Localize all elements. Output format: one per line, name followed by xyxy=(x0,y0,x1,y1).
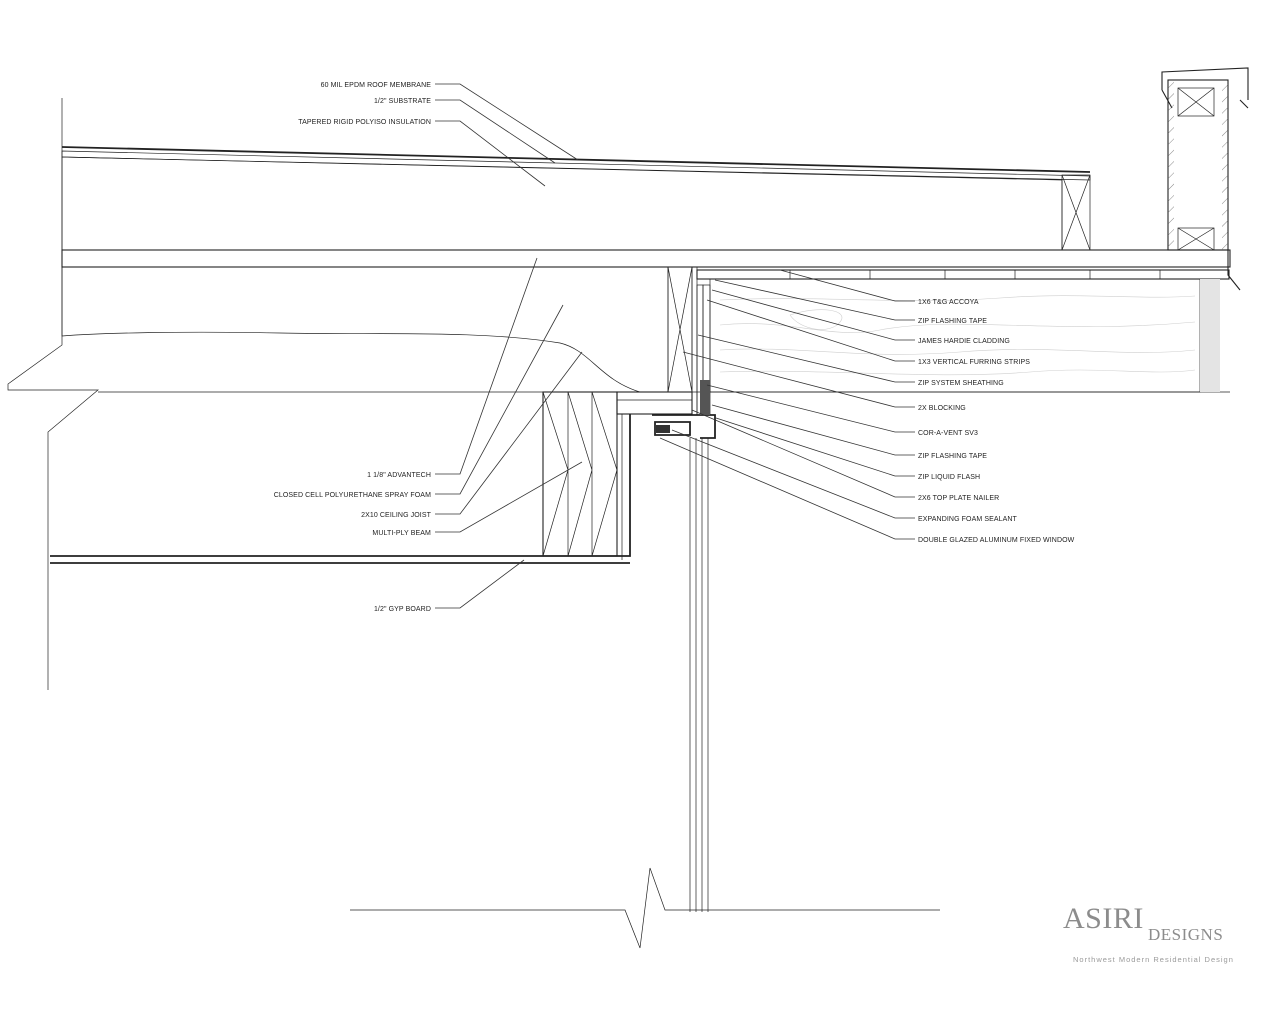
label-ceiling-joist: 2X10 CEILING JOIST xyxy=(361,512,432,519)
label-zip-flashing-tape-1: ZIP FLASHING TAPE xyxy=(918,318,987,325)
window-head-flashing xyxy=(652,414,716,439)
multi-ply-beam xyxy=(542,391,618,557)
window-glazing xyxy=(689,438,709,912)
brand-logo-designs: DESIGNS xyxy=(1148,925,1224,944)
parapet-wall-sheathing-right xyxy=(1222,80,1228,250)
right-callout-labels: 1X6 T&G ACCOYA ZIP FLASHING TAPE JAMES H… xyxy=(918,299,1075,544)
label-2x-blocking: 2X BLOCKING xyxy=(918,405,966,412)
roof-edge-blocking-x xyxy=(1061,174,1091,251)
tapered-polyiso-insulation xyxy=(61,156,1063,251)
label-accoya: 1X6 T&G ACCOYA xyxy=(918,299,979,306)
label-epdm-membrane: 60 MIL EPDM ROOF MEMBRANE xyxy=(321,82,432,89)
label-cor-a-vent: COR-A-VENT SV3 xyxy=(918,430,978,437)
parapet-wall-sheathing xyxy=(1168,80,1174,250)
soffit-board-joints xyxy=(789,270,1161,279)
label-furring-strips: 1X3 VERTICAL FURRING STRIPS xyxy=(918,359,1030,366)
soffit-wood-grain xyxy=(719,295,1196,376)
top-plate-lines xyxy=(617,399,692,560)
label-fixed-window: DOUBLE GLAZED ALUMINUM FIXED WINDOW xyxy=(918,537,1075,544)
foam-sealant-bead xyxy=(656,425,670,433)
zip-sheathing xyxy=(691,266,698,416)
multi-ply-beam-plies xyxy=(542,391,618,557)
gyp-board-ceiling xyxy=(50,414,631,564)
label-zip-sheathing: ZIP SYSTEM SHEATHING xyxy=(918,380,1004,387)
brand-logo-name: ASIRI xyxy=(1063,902,1144,935)
label-substrate: 1/2" SUBSTRATE xyxy=(374,98,431,105)
left-callout-labels: 60 MIL EPDM ROOF MEMBRANE 1/2" SUBSTRATE… xyxy=(274,82,432,613)
spray-foam-insulation xyxy=(61,266,669,393)
label-spray-foam: CLOSED CELL POLYURETHANE SPRAY FOAM xyxy=(274,492,431,499)
roof-membrane xyxy=(61,146,1091,173)
right-leader-lines xyxy=(659,269,915,540)
top-plate-nailer xyxy=(616,391,693,415)
left-leader-lines xyxy=(435,83,583,609)
label-top-plate-nailer: 2X6 TOP PLATE NAILER xyxy=(918,495,999,502)
label-hardie-cladding: JAMES HARDIE CLADDING xyxy=(918,338,1010,345)
label-gyp-board: 1/2" GYP BOARD xyxy=(374,606,431,613)
parapet-base-flashing xyxy=(1090,249,1241,291)
brand-tagline: Northwest Modern Residential Design xyxy=(1073,955,1234,964)
label-zip-flashing-tape-2: ZIP FLASHING TAPE xyxy=(918,453,987,460)
sill-break-line xyxy=(350,867,940,949)
roof-substrate xyxy=(61,150,1091,181)
left-break-line xyxy=(7,98,99,690)
parapet-top-block-x xyxy=(1177,87,1215,117)
label-zip-liquid-flash: ZIP LIQUID FLASH xyxy=(918,474,980,481)
parapet-bottom-block xyxy=(1177,227,1215,251)
rim-blocking-x xyxy=(667,266,693,393)
soffit-end-shadow xyxy=(1200,279,1220,392)
parapet-wall xyxy=(1167,79,1229,251)
label-foam-sealant: EXPANDING FOAM SEALANT xyxy=(918,516,1018,523)
label-multi-ply-beam: MULTI-PLY BEAM xyxy=(372,530,431,537)
soffit-accoya-boards xyxy=(696,269,1230,280)
parapet-bottom-block-x xyxy=(1177,227,1215,251)
label-polyiso: TAPERED RIGID POLYISO INSULATION xyxy=(298,119,431,126)
parapet-top-block xyxy=(1177,87,1215,117)
label-advantech: 1 1/8" ADVANTECH xyxy=(367,472,431,479)
advantech-deck xyxy=(61,249,1231,268)
cor-a-vent-strip xyxy=(700,380,710,415)
